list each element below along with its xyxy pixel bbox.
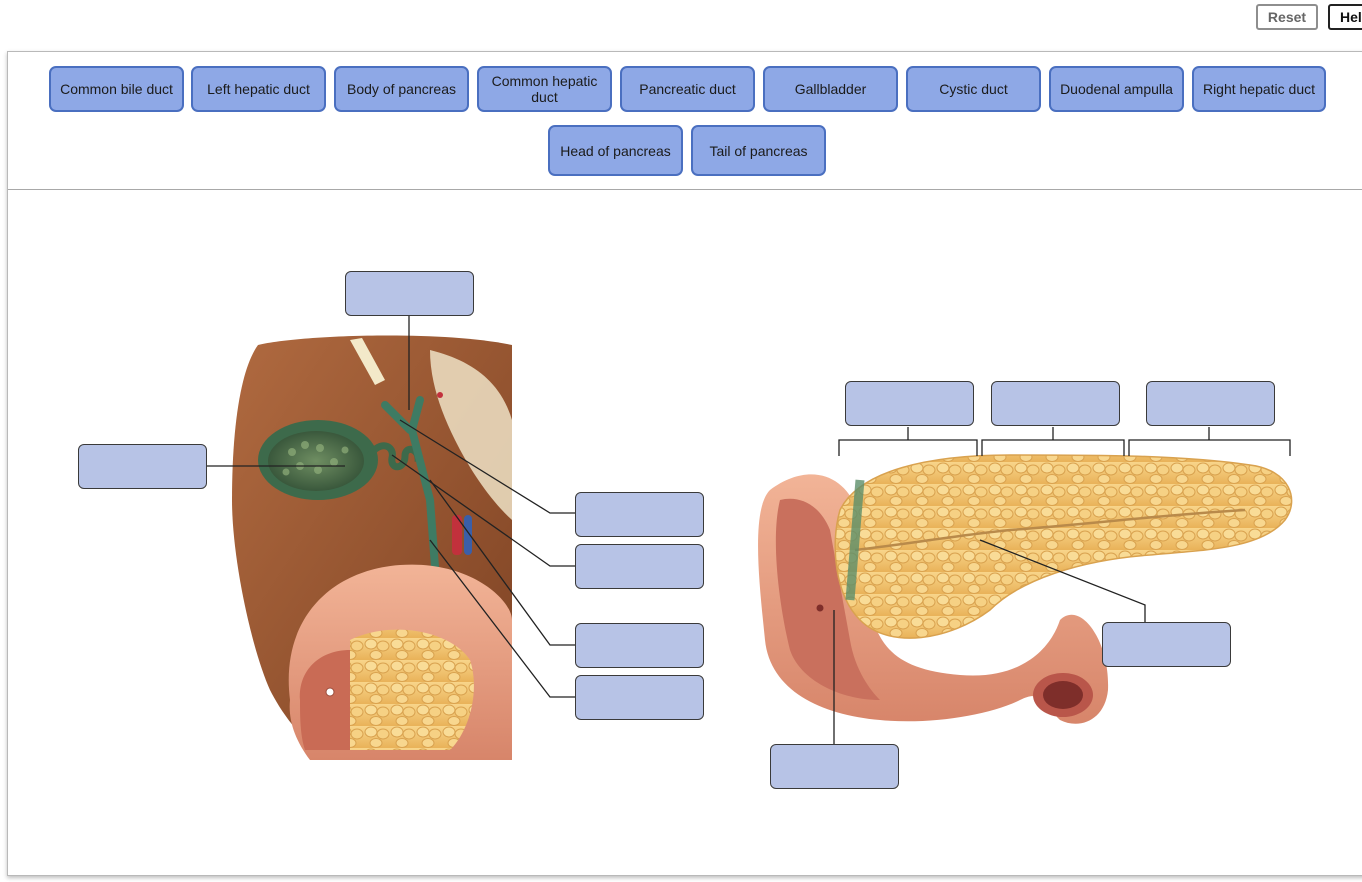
pancreas-duodenum-illustration	[758, 454, 1293, 724]
chip-head-of-pancreas[interactable]: Head of pancreas	[548, 125, 683, 176]
chip-duodenal-ampulla[interactable]: Duodenal ampulla	[1049, 66, 1184, 112]
help-button[interactable]: Help	[1328, 4, 1362, 30]
chip-pancreatic-duct[interactable]: Pancreatic duct	[620, 66, 755, 112]
chip-cystic-duct[interactable]: Cystic duct	[906, 66, 1041, 112]
chip-right-hepatic-duct[interactable]: Right hepatic duct	[1192, 66, 1326, 112]
drop-target-6[interactable]	[575, 675, 704, 720]
bank-divider	[8, 189, 1362, 190]
reset-button[interactable]: Reset	[1256, 4, 1318, 30]
drop-target-9[interactable]	[1146, 381, 1275, 426]
drop-target-1[interactable]	[345, 271, 474, 316]
chip-left-hepatic-duct[interactable]: Left hepatic duct	[191, 66, 326, 112]
drop-target-7[interactable]	[845, 381, 974, 426]
drop-target-3[interactable]	[575, 492, 704, 537]
drop-target-11[interactable]	[770, 744, 899, 789]
drop-target-4[interactable]	[575, 544, 704, 589]
drop-target-10[interactable]	[1102, 622, 1231, 667]
drop-target-5[interactable]	[575, 623, 704, 668]
drop-target-2[interactable]	[78, 444, 207, 489]
chip-common-bile-duct[interactable]: Common bile duct	[49, 66, 184, 112]
drop-target-8[interactable]	[991, 381, 1120, 426]
chip-common-hepatic-duct[interactable]: Common hepatic duct	[477, 66, 612, 112]
chip-tail-of-pancreas[interactable]: Tail of pancreas	[691, 125, 826, 176]
chip-gallbladder[interactable]: Gallbladder	[763, 66, 898, 112]
chip-body-of-pancreas[interactable]: Body of pancreas	[334, 66, 469, 112]
liver-gallbladder-illustration	[232, 335, 512, 760]
